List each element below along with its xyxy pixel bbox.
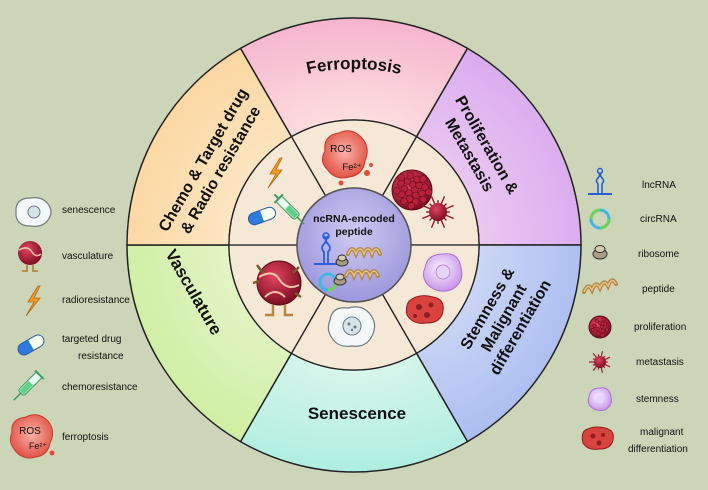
cell-nodule bbox=[424, 188, 433, 196]
cell-nodule bbox=[596, 331, 601, 336]
center-title-line2: peptide bbox=[335, 226, 372, 238]
proliferation-cell-icon bbox=[391, 169, 433, 211]
cell-nodule bbox=[601, 317, 606, 322]
cell-nodule bbox=[600, 328, 606, 333]
stemness-icon bbox=[587, 387, 612, 411]
center-peptide-icon bbox=[344, 247, 382, 282]
malignant-cell-icon bbox=[405, 295, 444, 324]
cell-nodule bbox=[407, 202, 416, 210]
legend-label-chemoresistance: chemoresistance bbox=[62, 382, 138, 393]
cell-nodule bbox=[411, 198, 420, 206]
lightning-icon bbox=[25, 285, 41, 317]
metastasis-icon bbox=[589, 351, 611, 373]
legend-label-proliferation: proliferation bbox=[634, 322, 687, 333]
legend-right-icons bbox=[581, 167, 618, 450]
cell-nodule bbox=[599, 324, 604, 330]
syringe-icon-inner bbox=[273, 193, 305, 225]
cell-nodule bbox=[406, 172, 414, 180]
cell-nodule bbox=[603, 321, 608, 326]
cell-nodule bbox=[421, 183, 429, 191]
peptide-icon bbox=[582, 278, 618, 295]
center-lncrna-icon bbox=[314, 232, 340, 265]
legend-fe-label: Fe²⁺ bbox=[29, 441, 48, 451]
legend-label-senescence: senescence bbox=[62, 205, 116, 216]
legend-label-targeted-drug: targeted drug bbox=[62, 334, 122, 345]
cell-nodule bbox=[419, 195, 427, 204]
cell-nodule bbox=[605, 327, 610, 332]
fe-label: Fe²⁺ bbox=[342, 162, 361, 173]
cell-nodule bbox=[600, 333, 605, 338]
stemness-cell-icon bbox=[422, 253, 463, 292]
malignant-icon bbox=[581, 426, 614, 450]
legend-label-vasculature: vasculature bbox=[62, 251, 114, 262]
legend-label-circrna: circRNA bbox=[640, 214, 677, 225]
cell-nodule bbox=[400, 197, 408, 206]
cell-nodule bbox=[592, 323, 597, 329]
center-circle bbox=[296, 187, 412, 303]
legend-label-resistance: resistance bbox=[78, 351, 124, 362]
ros-cell-icon bbox=[321, 130, 373, 186]
legend-label-radioresistance: radioresistance bbox=[62, 295, 130, 306]
lncrna-icon bbox=[588, 167, 612, 195]
circrna-icon bbox=[589, 208, 611, 230]
senescent-cell-icon bbox=[15, 197, 52, 227]
capsule-icon bbox=[17, 334, 45, 356]
legend-label-metastasis: metastasis bbox=[636, 357, 684, 368]
legend-label-lncrna: lncRNA bbox=[642, 180, 676, 191]
cell-nodule bbox=[595, 327, 600, 332]
center-ribosome-icon bbox=[333, 254, 349, 286]
cell-nodule bbox=[393, 186, 401, 195]
lightning-icon-inner bbox=[267, 157, 283, 189]
cell-nodule bbox=[397, 173, 406, 182]
vasculature-icon bbox=[18, 241, 42, 272]
ribosome-icon bbox=[592, 245, 608, 260]
legend-left-icons: ROS Fe²⁺ bbox=[9, 197, 55, 459]
cell-nodule bbox=[419, 175, 427, 183]
capsule-icon-inner bbox=[247, 206, 277, 226]
proliferation-icon bbox=[588, 315, 612, 339]
legend-label-malignant: malignant bbox=[640, 427, 684, 438]
sector-label-ferroptosis: Ferroptosis bbox=[305, 54, 404, 78]
ros-label: ROS bbox=[330, 144, 352, 155]
center-title-line1: ncRNA-encoded bbox=[313, 213, 395, 225]
legend-ros-label: ROS bbox=[19, 426, 41, 437]
cell-nodule bbox=[397, 179, 405, 188]
legend-label-stemness: stemness bbox=[636, 394, 679, 405]
metastasis-cell-icon bbox=[422, 196, 454, 228]
legend-label-peptide: peptide bbox=[642, 284, 675, 295]
sector-label-senescence: Senescence bbox=[308, 404, 406, 423]
senescent-cell-icon bbox=[327, 306, 376, 347]
ros-cell-icon bbox=[9, 414, 55, 459]
legend-label-differentiation: differentiation bbox=[628, 444, 688, 455]
legend-label-ferroptosis: ferroptosis bbox=[62, 432, 109, 443]
vasculature-cell-icon bbox=[252, 260, 302, 317]
syringe-icon bbox=[13, 369, 45, 401]
legend-label-ribosome: ribosome bbox=[638, 249, 680, 260]
cell-nodule bbox=[590, 327, 595, 333]
cell-nodule bbox=[594, 318, 599, 323]
cell-nodule bbox=[598, 320, 603, 326]
